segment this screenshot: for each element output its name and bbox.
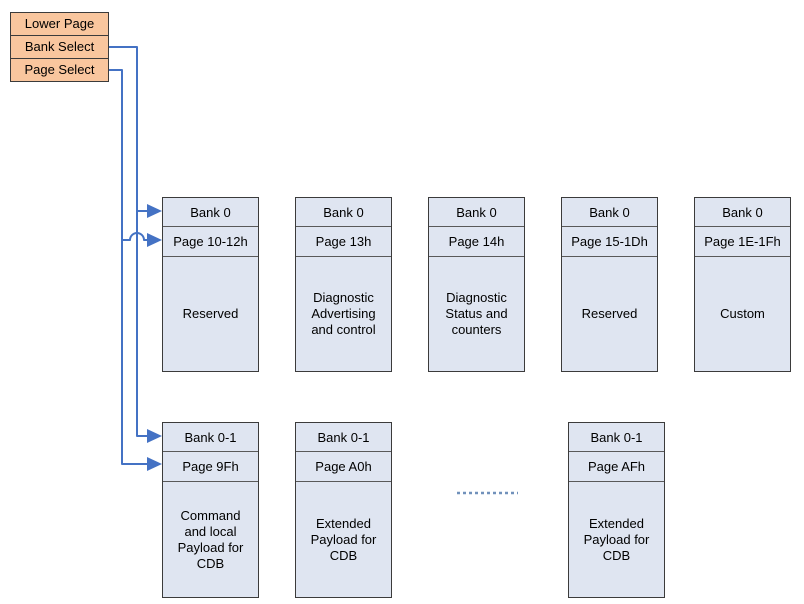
page-description: Command and local Payload for CDB <box>177 507 244 571</box>
page-box-1E-1Fh: Bank 0 Page 1E-1Fh Custom <box>694 197 791 372</box>
bank-label: Bank 0 <box>695 198 790 227</box>
bank-label: Bank 0 <box>562 198 657 227</box>
selector-label: Page Select <box>24 62 95 77</box>
selector-row-bank-select: Bank Select <box>11 36 108 59</box>
arrowhead-icon <box>147 429 162 443</box>
arrowhead-icon <box>147 233 162 247</box>
page-select-branch <box>122 232 147 241</box>
page-label: Page 9Fh <box>163 452 258 482</box>
page-label: Page 13h <box>296 227 391 257</box>
selector-label: Lower Page <box>24 16 95 31</box>
page-box-A0h: Bank 0-1 Page A0h Extended Payload for C… <box>295 422 392 598</box>
page-box-13h: Bank 0 Page 13h Diagnostic Advertising a… <box>295 197 392 372</box>
page-select-line <box>109 69 147 465</box>
page-box-15-1Dh: Bank 0 Page 15-1Dh Reserved <box>561 197 658 372</box>
arrowhead-icon <box>147 204 162 218</box>
bank-select-line <box>109 46 147 437</box>
page-description: Reserved <box>581 306 638 321</box>
page-label: Page A0h <box>296 452 391 482</box>
page-description: Reserved <box>182 306 239 321</box>
page-label: Page 15-1Dh <box>562 227 657 257</box>
page-box-AFh: Bank 0-1 Page AFh Extended Payload for C… <box>568 422 665 598</box>
page-box-14h: Bank 0 Page 14h Diagnostic Status and co… <box>428 197 525 372</box>
page-description: Extended Payload for CDB <box>310 515 377 563</box>
bank-label: Bank 0-1 <box>296 423 391 452</box>
page-box-10-12h: Bank 0 Page 10-12h Reserved <box>162 197 259 372</box>
page-label: Page 1E-1Fh <box>695 227 790 257</box>
bank-label: Bank 0-1 <box>163 423 258 452</box>
page-description: Custom <box>720 306 765 321</box>
bank-label: Bank 0 <box>296 198 391 227</box>
selector-row-page-select: Page Select <box>11 59 108 81</box>
page-label: Page 10-12h <box>163 227 258 257</box>
arrowhead-icon <box>147 457 162 471</box>
page-box-9Fh: Bank 0-1 Page 9Fh Command and local Payl… <box>162 422 259 598</box>
bank-label: Bank 0-1 <box>569 423 664 452</box>
address-selector-legend: Lower Page Bank Select Page Select <box>10 12 109 82</box>
bank-label: Bank 0 <box>429 198 524 227</box>
page-label: Page AFh <box>569 452 664 482</box>
selector-label: Bank Select <box>24 39 95 54</box>
page-description: Diagnostic Advertising and control <box>311 290 376 337</box>
selector-row-lower-page: Lower Page <box>11 13 108 36</box>
page-description: Diagnostic Status and counters <box>445 290 508 337</box>
bank-label: Bank 0 <box>163 198 258 227</box>
page-description: Extended Payload for CDB <box>583 515 650 563</box>
page-label: Page 14h <box>429 227 524 257</box>
